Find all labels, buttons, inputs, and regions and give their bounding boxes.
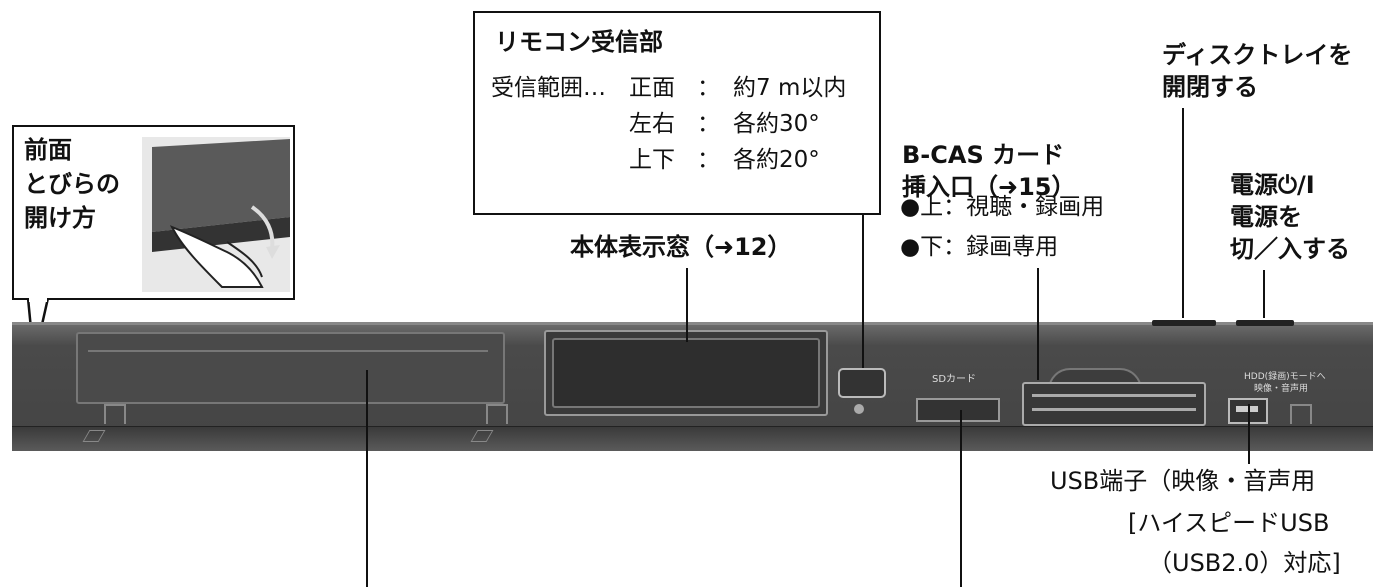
range-value-ud: 各約20° (733, 147, 820, 173)
remote-receiver-callout: リモコン受信部 受信範囲… 正面 ： 約7 m以内 左右 ： 各約30° 上下 … (473, 11, 881, 215)
bcas-card-slots[interactable] (1022, 382, 1206, 426)
usb-label-2: [ハイスピードUSB (1128, 509, 1330, 537)
front-door-line3: 開け方 (24, 204, 96, 232)
leader-bcas (1037, 268, 1039, 380)
status-led (854, 404, 864, 414)
front-door-callout: 前面 とびらの 開け方 (12, 125, 295, 300)
leader-remote (862, 213, 864, 368)
range-dir-ud: 上下 (629, 147, 675, 173)
power-label-3: 切／入する (1230, 235, 1350, 263)
range-sep-lr: ： (697, 111, 720, 137)
display-window-label: 本体表示窓（➜12） (570, 233, 792, 261)
display-window (544, 330, 828, 416)
disc-tray[interactable] (76, 332, 505, 404)
power-button[interactable] (1236, 320, 1294, 326)
power-label-1: 電源⏻/I (1230, 171, 1315, 199)
bcas-title-1: B-CAS カード (902, 141, 1065, 169)
range-sep-ud: ： (697, 147, 720, 173)
leader-sd-card (960, 410, 962, 587)
usb-port-tongue (1236, 406, 1258, 412)
bcas-upper: ●上：視聴・録画用 (900, 194, 1105, 220)
disc-tray-open-button[interactable] (1152, 320, 1216, 326)
device-base (12, 426, 1373, 451)
usb-label-1: USB端子（映像・音声用 (1050, 467, 1316, 495)
recorder-front-panel: SDカード HDD(録画)モードへ 映像・音声用 (12, 320, 1373, 451)
display-window-inner (552, 338, 820, 408)
range-value-front: 約7 m以内 (733, 75, 847, 101)
hdd-mode-label: HDD(録画)モードへ (1244, 372, 1326, 382)
tray-hinge-left (104, 404, 126, 424)
panel-hinge-right (1290, 404, 1312, 424)
range-sep-front: ： (697, 75, 720, 101)
sd-card-slot[interactable] (916, 398, 1000, 422)
disc-tray-label-2: 開閉する (1162, 73, 1258, 101)
leader-usb (1248, 404, 1250, 464)
bcas-slot-lower (1032, 408, 1196, 411)
power-label-2: 電源を (1230, 203, 1302, 231)
range-dir-front: 正面 (629, 75, 675, 101)
front-door-line2: とびらの (24, 170, 120, 198)
remote-receiver-title: リモコン受信部 (495, 28, 663, 56)
range-dir-lr: 左右 (629, 111, 675, 137)
hdd-sub-label: 映像・音声用 (1254, 384, 1309, 394)
disc-tray-label-1: ディスクトレイを (1162, 41, 1353, 69)
disc-tray-edge (88, 350, 488, 352)
bcas-slot-upper (1032, 394, 1196, 397)
tray-hinge-right (486, 404, 508, 424)
bcas-title-2: 挿入口（➜15） (902, 173, 1076, 201)
remote-receiver-sensor (838, 368, 886, 398)
usb-label-3: （USB2.0）対応] (1148, 549, 1341, 577)
leader-disc-tray-bottom (366, 370, 368, 587)
leader-disc-tray (1182, 108, 1184, 318)
range-value-lr: 各約30° (733, 111, 820, 137)
leader-display (686, 268, 688, 342)
bcas-lower: ●下：録画専用 (900, 234, 1059, 260)
door-opening-illustration (142, 137, 290, 292)
leader-power (1263, 270, 1265, 318)
sd-card-label: SDカード (932, 374, 977, 385)
range-label: 受信範囲… (491, 75, 606, 101)
front-door-line1: 前面 (24, 136, 72, 164)
